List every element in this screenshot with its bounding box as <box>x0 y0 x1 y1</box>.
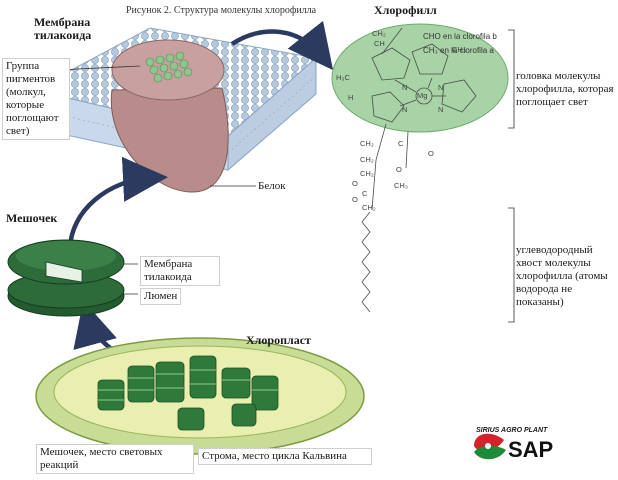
chem-atom: CH₂ <box>360 169 374 178</box>
chem-atom: CH₂ <box>360 139 374 148</box>
chem-atom: O <box>352 179 358 188</box>
chem-atom: CH₂ <box>360 155 374 164</box>
membrane-mid-label: Мембрана тилакоида <box>140 256 220 286</box>
cho-note: CHO en la clorofila b <box>423 32 497 41</box>
chem-atom: H <box>348 93 354 102</box>
stroma-description: Строма, место цикла Кальвина <box>198 448 372 465</box>
chem-atom: C <box>362 189 368 198</box>
chem-atom: C <box>398 139 404 148</box>
chem-atom: N <box>402 83 408 92</box>
chloroplast-label: Хлоропласт <box>246 333 311 347</box>
chem-atom: H₃C <box>336 73 350 82</box>
chem-atom: O <box>396 165 402 174</box>
figure-title: Рисунок 2. Структура молекулы хлорофилла <box>126 5 317 16</box>
sac-shape <box>7 239 125 317</box>
chem-atom: CH₃ <box>452 45 466 54</box>
chem-atom: CH₃ <box>394 181 408 190</box>
logo-brand: SIRIUS AGRO PLANT <box>476 427 548 434</box>
protein-label: Белок <box>258 180 286 192</box>
chlorophyll-label: Хлорофилл <box>374 3 437 17</box>
lumen-label: Люмен <box>140 288 182 305</box>
sap-logo-graphic <box>474 433 506 460</box>
head-description: головка молекулы хлорофилла, которая пог… <box>516 70 614 108</box>
chem-atom: CH₂ <box>372 29 386 38</box>
chem-atom: N <box>438 105 444 114</box>
ch3-note: CH₃ en la clorofila a <box>423 46 494 55</box>
chlorophyll-molecule <box>331 23 509 313</box>
chloroplast-shape <box>35 337 365 455</box>
sac-label: Мешочек <box>6 211 58 225</box>
chem-atom: N <box>402 105 408 114</box>
logo-text: SAP <box>508 437 554 462</box>
chem-atom: CH₂ <box>362 203 376 212</box>
chem-atom: O <box>428 149 434 158</box>
pigment-group <box>145 51 193 83</box>
pigments-label: Группа пигментов (молкул, которые поглощ… <box>2 58 70 140</box>
membrane-top-label: Мембрана тилакоида <box>34 15 92 42</box>
sac-description: Мешочек, место световых реакций <box>36 444 194 474</box>
chem-atom: CH <box>374 39 385 48</box>
chem-mg: Mg <box>417 91 428 100</box>
protein-shape <box>110 39 229 193</box>
chem-atom: O <box>352 195 358 204</box>
chem-atom: N <box>438 83 444 92</box>
tail-description: углеводородный хвост молекулы хлорофилла… <box>516 244 608 308</box>
